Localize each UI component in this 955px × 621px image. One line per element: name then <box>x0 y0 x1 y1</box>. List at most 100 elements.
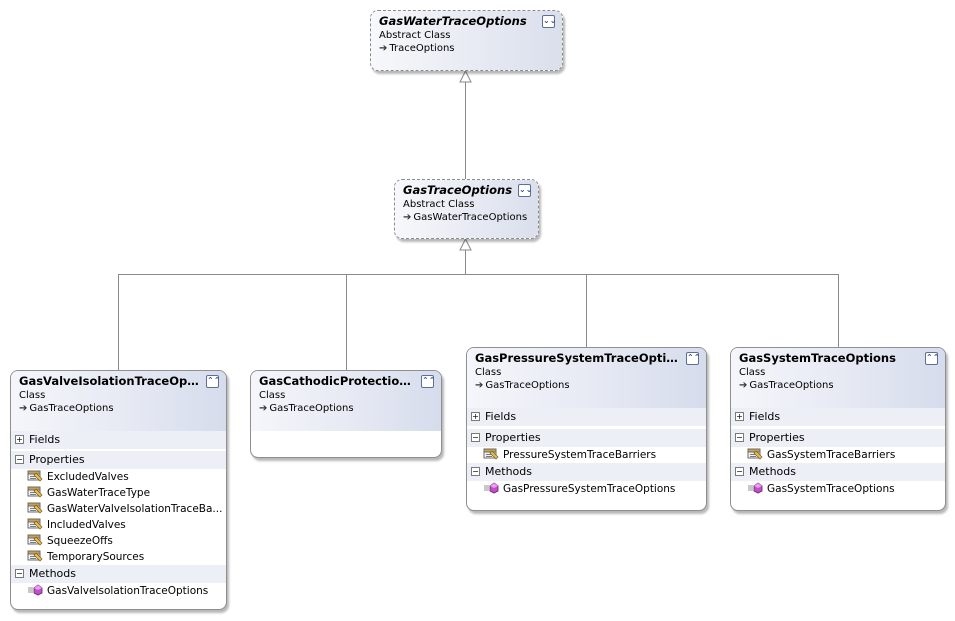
section-label: Fields <box>485 410 517 423</box>
property-name: SqueezeOffs <box>47 535 113 547</box>
section-fields[interactable]: + Fields <box>11 431 226 449</box>
section-properties[interactable]: −Properties <box>11 451 226 469</box>
collapse-chevron-icon[interactable]: ⌃⌃ <box>206 375 220 388</box>
property-item[interactable]: ExcludedValves <box>11 469 226 485</box>
method-list: GasPressureSystemTraceOptions <box>467 481 706 497</box>
method-icon <box>747 482 763 494</box>
method-name: GasPressureSystemTraceOptions <box>503 483 676 495</box>
property-item[interactable]: GasWaterValveIsolationTraceBa... <box>11 501 226 517</box>
section-label: Methods <box>29 567 76 580</box>
property-icon <box>27 550 43 562</box>
section-label: Fields <box>29 433 61 446</box>
class-header: GasSystemTraceOptions Class ➔GasTraceOpt… <box>731 348 945 408</box>
class-header: GasTraceOptions Abstract Class ➔GasWater… <box>395 180 538 238</box>
section-methods[interactable]: −Methods <box>467 463 706 481</box>
property-item[interactable]: IncludedValves <box>11 517 226 533</box>
section-fields[interactable]: +Fields <box>731 408 945 426</box>
section-properties[interactable]: −Properties <box>467 429 706 447</box>
inherits-icon: ➔ <box>19 403 28 414</box>
base-class: ➔GasWaterTraceOptions <box>403 211 531 225</box>
base-class: ➔GasTraceOptions <box>259 402 434 416</box>
property-name: ExcludedValves <box>47 471 129 483</box>
property-item[interactable]: SqueezeOffs <box>11 533 226 549</box>
inherits-icon: ➔ <box>739 380 748 391</box>
property-list: PressureSystemTraceBarriers <box>467 447 706 463</box>
class-kind: Class <box>739 367 766 378</box>
base-class: ➔GasTraceOptions <box>19 402 219 416</box>
class-gassystemtraceoptions[interactable]: GasSystemTraceOptions Class ➔GasTraceOpt… <box>730 347 946 511</box>
base-class-name: GasTraceOptions <box>485 380 570 391</box>
class-name: GasTraceOptions <box>403 183 513 197</box>
inherits-icon: ➔ <box>475 380 484 391</box>
expand-chevron-icon[interactable]: ⌄⌄ <box>518 184 532 197</box>
class-gascathodicprotectiontraceoptions[interactable]: GasCathodicProtectionTr... Class ➔GasTra… <box>250 370 442 458</box>
expand-toggle-icon[interactable]: + <box>471 411 480 421</box>
section-label: Methods <box>749 465 796 478</box>
property-icon <box>747 448 763 460</box>
method-list: GasSystemTraceOptions <box>731 481 945 497</box>
class-name: GasWaterTraceOptions <box>379 14 527 28</box>
class-kind: Class <box>259 390 286 401</box>
class-gaswatertraceoptions[interactable]: GasWaterTraceOptions Abstract Class ➔Tra… <box>370 10 563 71</box>
property-item[interactable]: GasSystemTraceBarriers <box>731 447 945 463</box>
collapse-chevron-icon[interactable]: ⌃⌃ <box>686 352 700 365</box>
section-label: Properties <box>485 431 541 444</box>
property-icon <box>27 486 43 498</box>
class-gastraceoptions[interactable]: GasTraceOptions Abstract Class ➔GasWater… <box>394 179 539 239</box>
expand-toggle-icon[interactable]: + <box>15 434 24 444</box>
property-icon <box>483 448 499 460</box>
class-name: GasValveIsolationTraceOptions <box>19 374 219 388</box>
class-gasvalveisolationtraceoptions[interactable]: GasValveIsolationTraceOptions Class ➔Gas… <box>10 370 227 610</box>
base-class-name: TraceOptions <box>389 43 455 54</box>
base-class-name: GasTraceOptions <box>29 403 114 414</box>
base-class-name: GasWaterTraceOptions <box>413 212 528 223</box>
section-label: Methods <box>485 465 532 478</box>
class-gaspressuresystemtraceoptions[interactable]: GasPressureSystemTraceOptions Class ➔Gas… <box>466 347 707 511</box>
property-item[interactable]: TemporarySources <box>11 549 226 565</box>
class-header: GasWaterTraceOptions Abstract Class ➔Tra… <box>371 11 562 70</box>
inherits-icon: ➔ <box>403 212 412 223</box>
method-name: GasSystemTraceOptions <box>767 483 895 495</box>
method-icon <box>27 584 43 596</box>
inheritance-arrowhead <box>459 237 472 251</box>
method-item[interactable]: GasSystemTraceOptions <box>731 481 945 497</box>
property-item[interactable]: PressureSystemTraceBarriers <box>467 447 706 463</box>
inherits-icon: ➔ <box>259 403 268 414</box>
class-name: GasSystemTraceOptions <box>739 351 896 365</box>
class-kind: Abstract Class <box>403 199 475 210</box>
base-class: ➔GasTraceOptions <box>475 379 699 393</box>
expand-chevron-icon[interactable]: ⌄⌄ <box>542 15 556 28</box>
expand-toggle-icon[interactable]: + <box>735 411 744 421</box>
class-header: GasCathodicProtectionTr... Class ➔GasTra… <box>251 371 441 431</box>
collapse-toggle-icon[interactable]: − <box>471 466 480 476</box>
property-name: PressureSystemTraceBarriers <box>503 449 657 461</box>
section-methods[interactable]: −Methods <box>731 463 945 481</box>
method-item[interactable]: GasPressureSystemTraceOptions <box>467 481 706 497</box>
class-kind: Class <box>19 390 46 401</box>
collapse-toggle-icon[interactable]: − <box>15 454 24 464</box>
base-class-name: GasTraceOptions <box>269 403 354 414</box>
property-item[interactable]: GasWaterTraceType <box>11 485 226 501</box>
property-icon <box>27 502 43 514</box>
collapse-toggle-icon[interactable]: − <box>471 432 480 442</box>
property-name: GasWaterTraceType <box>47 487 151 499</box>
collapse-toggle-icon[interactable]: − <box>735 432 744 442</box>
section-label: Properties <box>749 431 805 444</box>
section-properties[interactable]: −Properties <box>731 429 945 447</box>
inheritance-arrowhead <box>459 69 472 83</box>
section-methods[interactable]: −Methods <box>11 565 226 583</box>
collapse-chevron-icon[interactable]: ⌃⌃ <box>421 375 435 388</box>
base-class: ➔GasTraceOptions <box>739 379 938 393</box>
collapse-toggle-icon[interactable]: − <box>735 466 744 476</box>
property-name: GasSystemTraceBarriers <box>767 449 896 461</box>
method-name: GasValveIsolationTraceOptions <box>47 585 209 597</box>
property-name: TemporarySources <box>47 551 145 563</box>
section-label: Properties <box>29 453 85 466</box>
section-fields[interactable]: + Fields <box>467 408 706 426</box>
collapse-toggle-icon[interactable]: − <box>15 568 24 578</box>
property-name: GasWaterValveIsolationTraceBa... <box>47 503 223 515</box>
collapse-chevron-icon[interactable]: ⌃⌃ <box>925 352 939 365</box>
method-item[interactable]: GasValveIsolationTraceOptions <box>11 583 226 599</box>
